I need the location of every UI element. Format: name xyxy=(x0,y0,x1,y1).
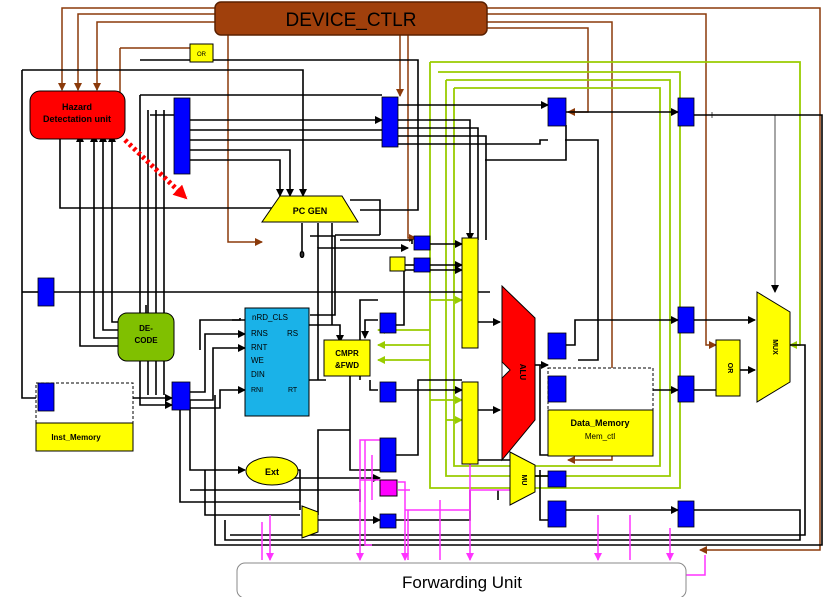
alu: ALU xyxy=(501,284,536,462)
id-ex-reg-e xyxy=(379,437,397,473)
hazard-label-line1: Hazard xyxy=(62,102,92,112)
id-ex-reg-f xyxy=(379,513,397,529)
pc-zero-label: 0 xyxy=(299,250,305,261)
mem-ctl-label: Mem_ctl xyxy=(585,432,615,441)
hazard-label-line2: Detectation unit xyxy=(43,114,111,124)
cmpr-label-line1: CMPR xyxy=(335,349,359,358)
right-or-label: OR xyxy=(726,363,733,374)
if-id-register-upper xyxy=(173,97,191,175)
mem-wb-reg-alu xyxy=(677,306,695,334)
ext-mux xyxy=(301,505,319,539)
mem-wb-reg-data xyxy=(677,375,695,403)
regfile-title: nRD_CLS xyxy=(252,313,288,322)
right-or-gate: OR xyxy=(715,339,741,397)
regfile-port-din: DIN xyxy=(251,370,265,379)
top-or-gate: OR xyxy=(189,43,214,63)
inst-memory-label: Inst_Memory xyxy=(51,433,101,442)
sign-extend-unit: Ext xyxy=(245,456,299,486)
ex-mem-reg-mu xyxy=(547,470,567,488)
id-ex-reg-d xyxy=(379,381,397,403)
cmpr-label-line2: &FWD xyxy=(335,361,359,370)
id-ex-reg-a xyxy=(413,235,431,251)
forwarding-unit: Forwarding Unit xyxy=(236,562,687,597)
register-file: nRD_CLS RNS RS RNT WE DIN RNI RT xyxy=(244,307,310,417)
regfile-port-rnt: RNT xyxy=(251,343,268,352)
small-yellow-block xyxy=(389,256,406,272)
hazard-detection-unit: Hazard Detectation unit xyxy=(29,90,126,140)
mem-wb-reg-bottom xyxy=(677,500,695,528)
mux-label: MUX xyxy=(771,339,778,355)
alu-mux-b xyxy=(461,381,479,465)
regfile-port-rt: RT xyxy=(288,387,298,394)
pipeline-registers xyxy=(37,96,695,529)
forwarding-unit-label: Forwarding Unit xyxy=(402,573,522,592)
regfile-port-rs: RS xyxy=(287,329,298,338)
decode-label-line2: CODE xyxy=(134,336,158,345)
alu-label: ALU xyxy=(518,364,527,381)
id-ex-register-upper xyxy=(381,96,399,148)
device-controller-block: DEVICE_CTLR xyxy=(214,1,488,36)
mem-wb-reg-top xyxy=(677,97,695,127)
forwarding-wires xyxy=(261,439,706,576)
datapath-wires xyxy=(21,59,823,546)
id-ex-reg-b xyxy=(413,257,431,273)
ex-mem-reg-data xyxy=(547,375,567,403)
data-memory-label: Data_Memory xyxy=(570,418,629,428)
mu-label: MU xyxy=(520,475,527,486)
decode-label-line1: DE- xyxy=(139,324,153,333)
gray-wires xyxy=(711,112,779,293)
id-register xyxy=(171,381,191,411)
if-id-register-lower xyxy=(37,382,55,412)
regfile-port-we: WE xyxy=(251,356,264,365)
compare-forward-unit: CMPR &FWD xyxy=(323,339,371,377)
ex-mem-reg-alu xyxy=(547,332,567,360)
top-or-label: OR xyxy=(197,52,207,58)
pc-gen-label: PC GEN xyxy=(293,206,328,216)
pc-register xyxy=(37,277,55,307)
ex-mem-reg-bottom xyxy=(547,500,567,528)
device-controller-label: DEVICE_CTLR xyxy=(286,10,417,31)
regfile-port-rns: RNS xyxy=(251,329,268,338)
writeback-mux: MUX xyxy=(756,291,791,403)
ext-label: Ext xyxy=(265,467,279,477)
stall-signal-arrow xyxy=(123,138,188,200)
multiplier-unit: MU xyxy=(509,451,536,506)
alu-mux-a xyxy=(461,237,479,349)
id-ex-reg-c xyxy=(379,312,397,334)
device-control-wires xyxy=(58,7,821,554)
regfile-port-rni: RNI xyxy=(251,387,263,394)
pc-generator: PC GEN 0 xyxy=(261,195,359,261)
decode-unit: DE- CODE xyxy=(117,312,175,362)
ex-mem-reg-top xyxy=(547,97,567,127)
forwarding-register xyxy=(379,479,398,497)
